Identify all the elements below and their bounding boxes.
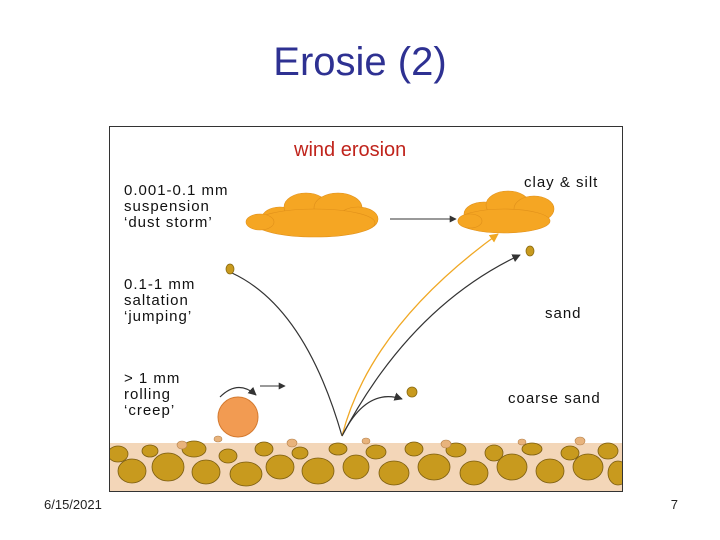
- fine-particle-path: [341, 233, 499, 437]
- suspension-size: 0.001-0.1 mm: [124, 182, 229, 199]
- rolling-boulder: [217, 396, 259, 438]
- creep-alias: ‘creep’: [124, 402, 176, 419]
- sand-label: sand: [545, 305, 582, 322]
- low-bounce-path: [341, 392, 403, 437]
- page-number: 7: [670, 497, 678, 512]
- footer-date: 6/15/2021: [44, 497, 102, 512]
- suspension-alias: ‘dust storm’: [124, 214, 213, 231]
- diagram-canvas: [110, 190, 622, 491]
- creep-name: rolling: [124, 386, 172, 403]
- slide-title: Erosie (2): [273, 40, 447, 84]
- suspension-label: 0.001-0.1 mm suspension ‘dust storm’: [124, 183, 229, 231]
- coarse-sand-label: coarse sand: [508, 390, 601, 407]
- wind-erosion-diagram: wind erosion 0.001-0.1 mm suspension ‘du…: [109, 126, 623, 492]
- saltation-rebound-path: [341, 254, 521, 437]
- sand-grain: [525, 245, 535, 257]
- creep-rotation-arrow: [219, 386, 257, 398]
- saltation-name: saltation: [124, 292, 189, 309]
- creep-label: > 1 mm rolling ‘creep’: [124, 371, 180, 419]
- clay-silt-label: clay & silt: [524, 174, 599, 191]
- suspension-name: suspension: [124, 198, 210, 215]
- saltation-descent-path: [231, 272, 343, 437]
- coarse-sand-grain: [406, 386, 418, 398]
- creep-size: > 1 mm: [124, 370, 181, 387]
- dust-cloud-right: [457, 190, 555, 234]
- saltation-alias: ‘jumping’: [124, 308, 193, 325]
- saltation-label: 0.1-1 mm saltation ‘jumping’: [124, 277, 195, 325]
- saltation-size: 0.1-1 mm: [124, 276, 196, 293]
- soil-surface: [110, 435, 622, 491]
- saltating-grain: [225, 263, 235, 275]
- diagram-title: wind erosion: [294, 139, 407, 161]
- dust-cloud-left: [245, 192, 379, 238]
